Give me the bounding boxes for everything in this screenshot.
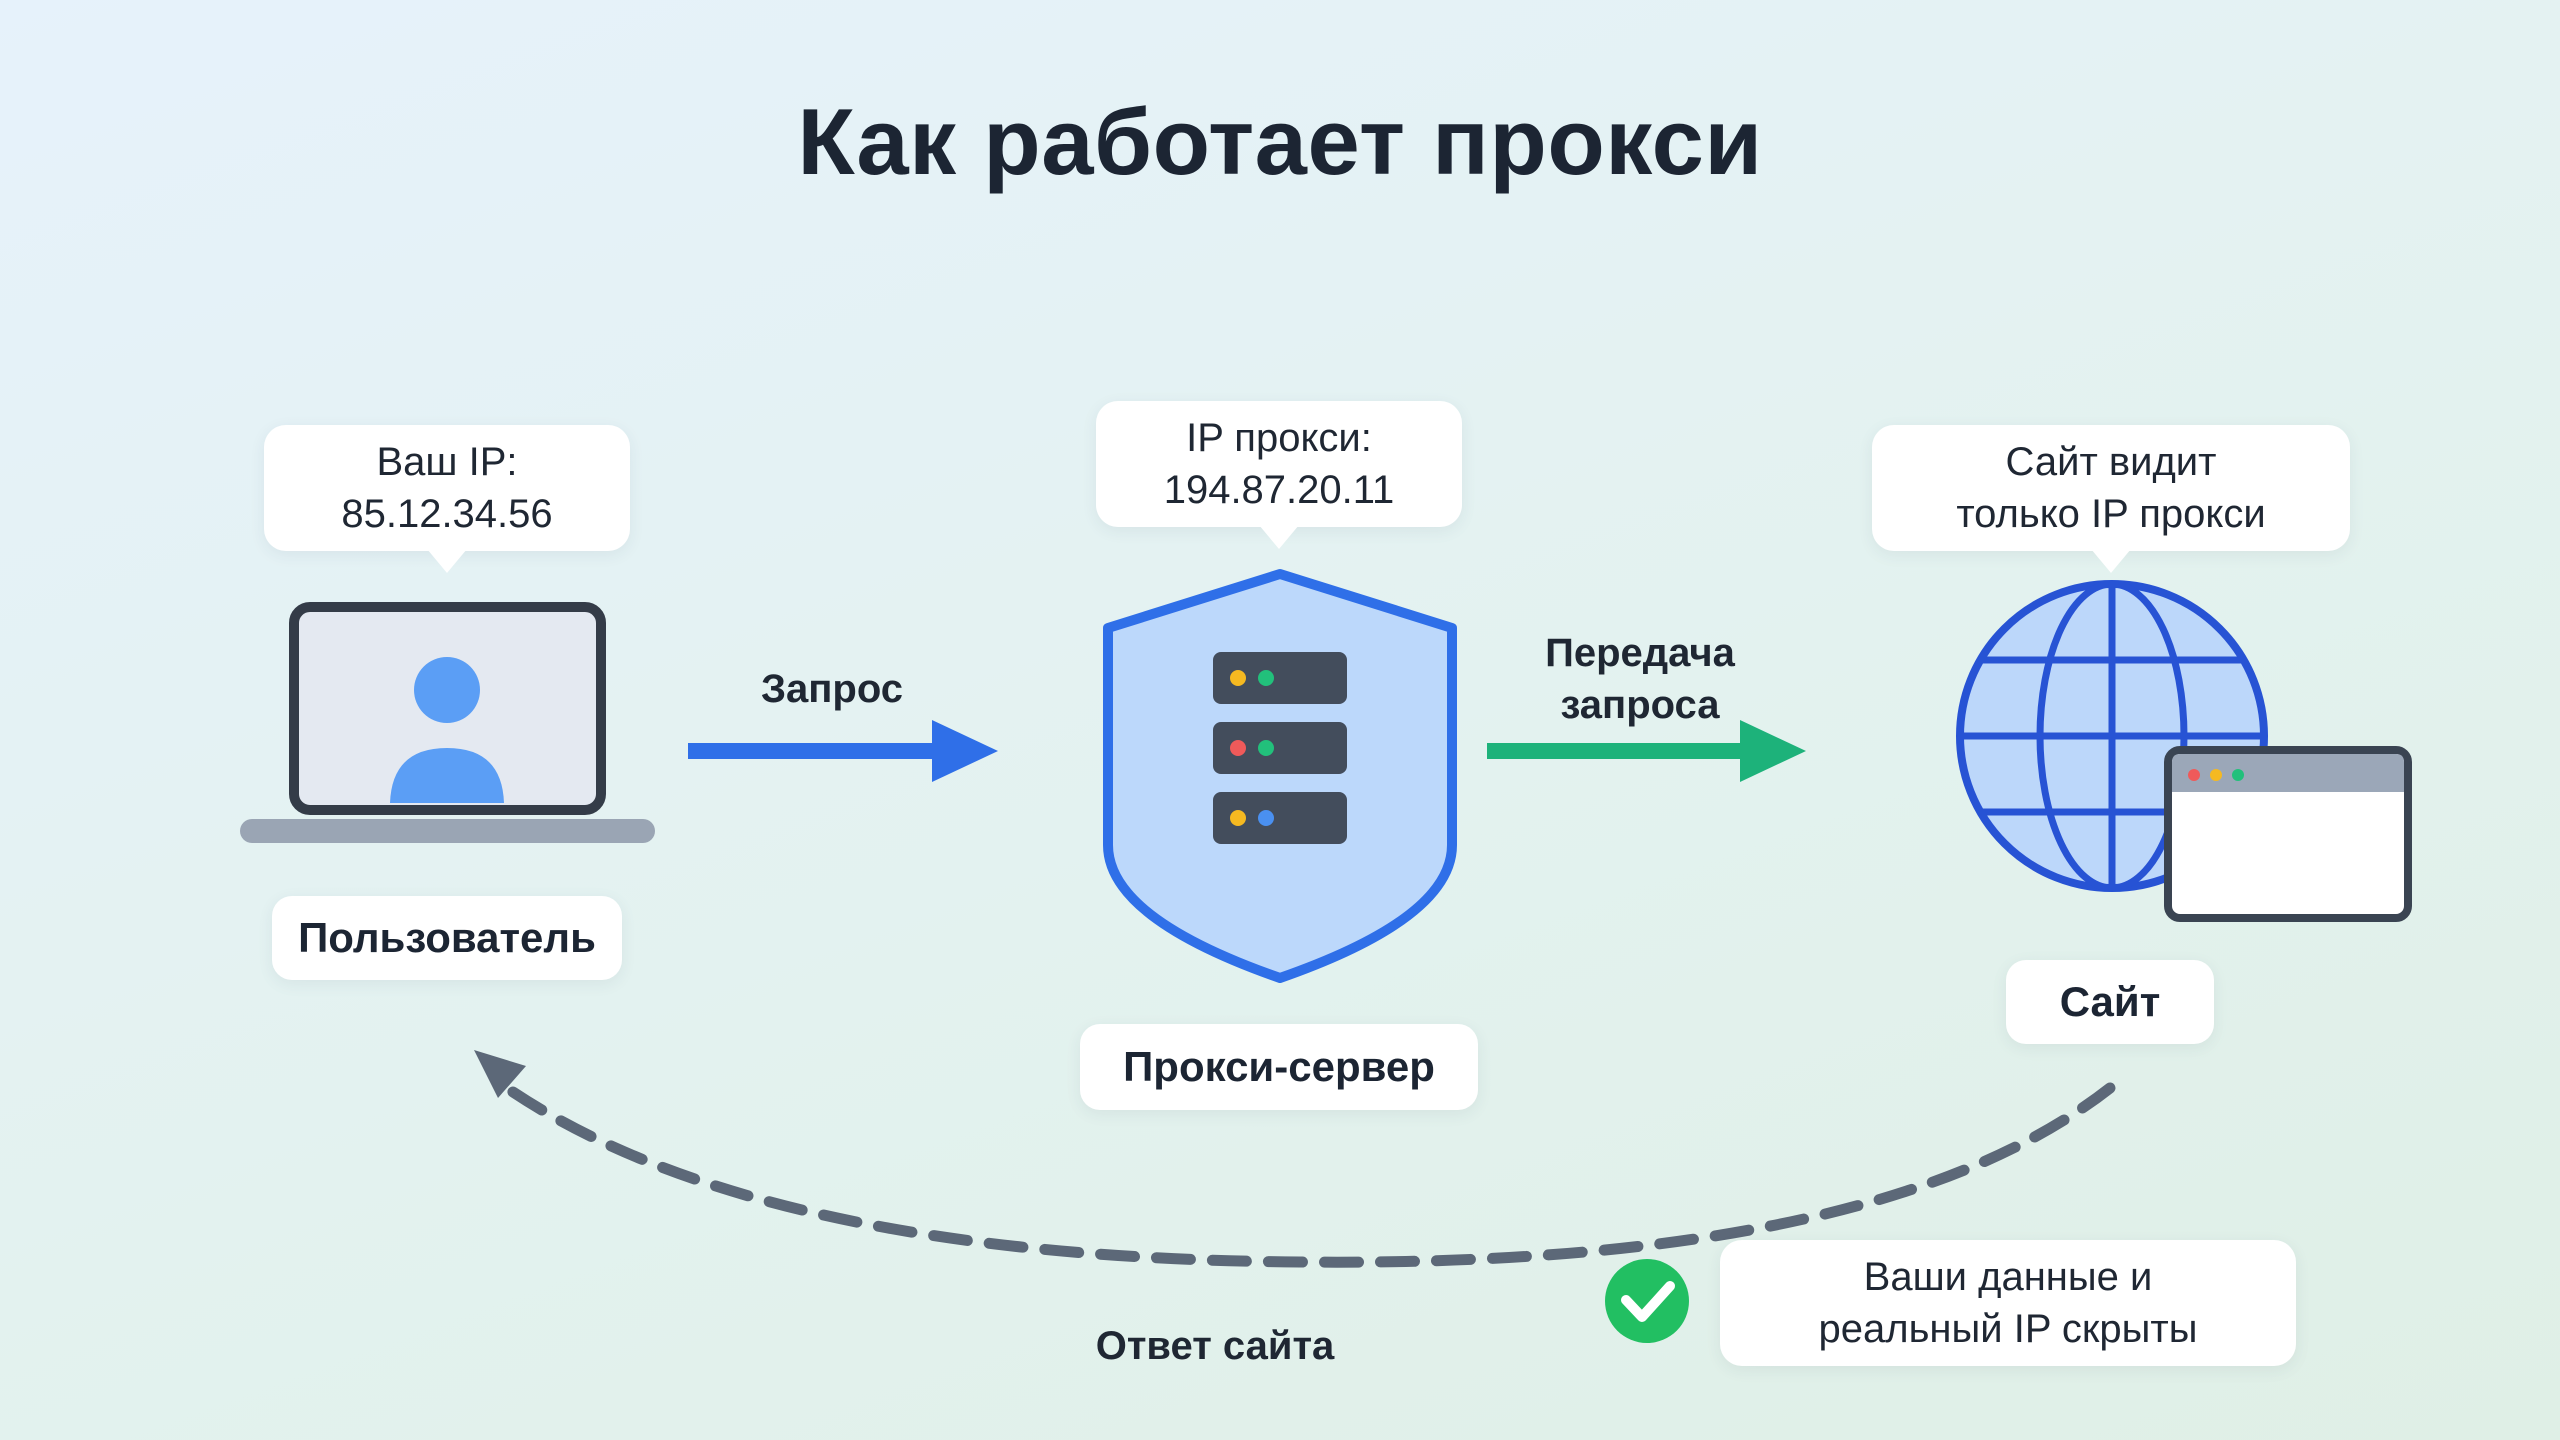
response-label: Ответ сайта: [1095, 1324, 1335, 1368]
proxy-ip-value: 194.87.20.11: [1163, 468, 1395, 512]
forward-label-line2: запроса: [1560, 683, 1720, 727]
privacy-line1: Ваши данные и: [1863, 1255, 2153, 1299]
request-label: Запрос: [760, 667, 904, 711]
request-arrow: [688, 720, 998, 782]
user-ip-bubble: Ваш IP: 85.12.34.56: [264, 425, 630, 573]
browser-window-icon: [2164, 746, 2412, 922]
proxy-label: Прокси-сервер: [1080, 1024, 1478, 1110]
privacy-line2: реальный IP скрыты: [1818, 1307, 2198, 1351]
site-view-line2: только IP прокси: [1956, 492, 2266, 536]
site-view-line1: Сайт видит: [2005, 440, 2217, 484]
forward-label-line1: Передача: [1545, 631, 1735, 675]
privacy-note: Ваши данные и реальный IP скрыты: [1720, 1240, 2296, 1366]
proxy-ip-bubble: IP прокси: 194.87.20.11: [1096, 401, 1462, 549]
response-arrow: [474, 1050, 2116, 1268]
site-label: Сайт: [2006, 960, 2214, 1044]
server-icon: [1213, 652, 1347, 844]
proxy-ip-label: IP прокси:: [1186, 416, 1372, 460]
user-ip-label: Ваш IP:: [376, 440, 518, 484]
forward-label: Передача запроса: [1500, 627, 1780, 731]
user-ip-value: 85.12.34.56: [341, 492, 553, 536]
site-view-bubble: Сайт видит только IP прокси: [1872, 425, 2350, 573]
user-label: Пользователь: [272, 896, 622, 980]
user-avatar-icon: [414, 657, 480, 723]
page-title: Как работает прокси: [797, 89, 1763, 194]
forward-arrow: [1487, 720, 1806, 782]
